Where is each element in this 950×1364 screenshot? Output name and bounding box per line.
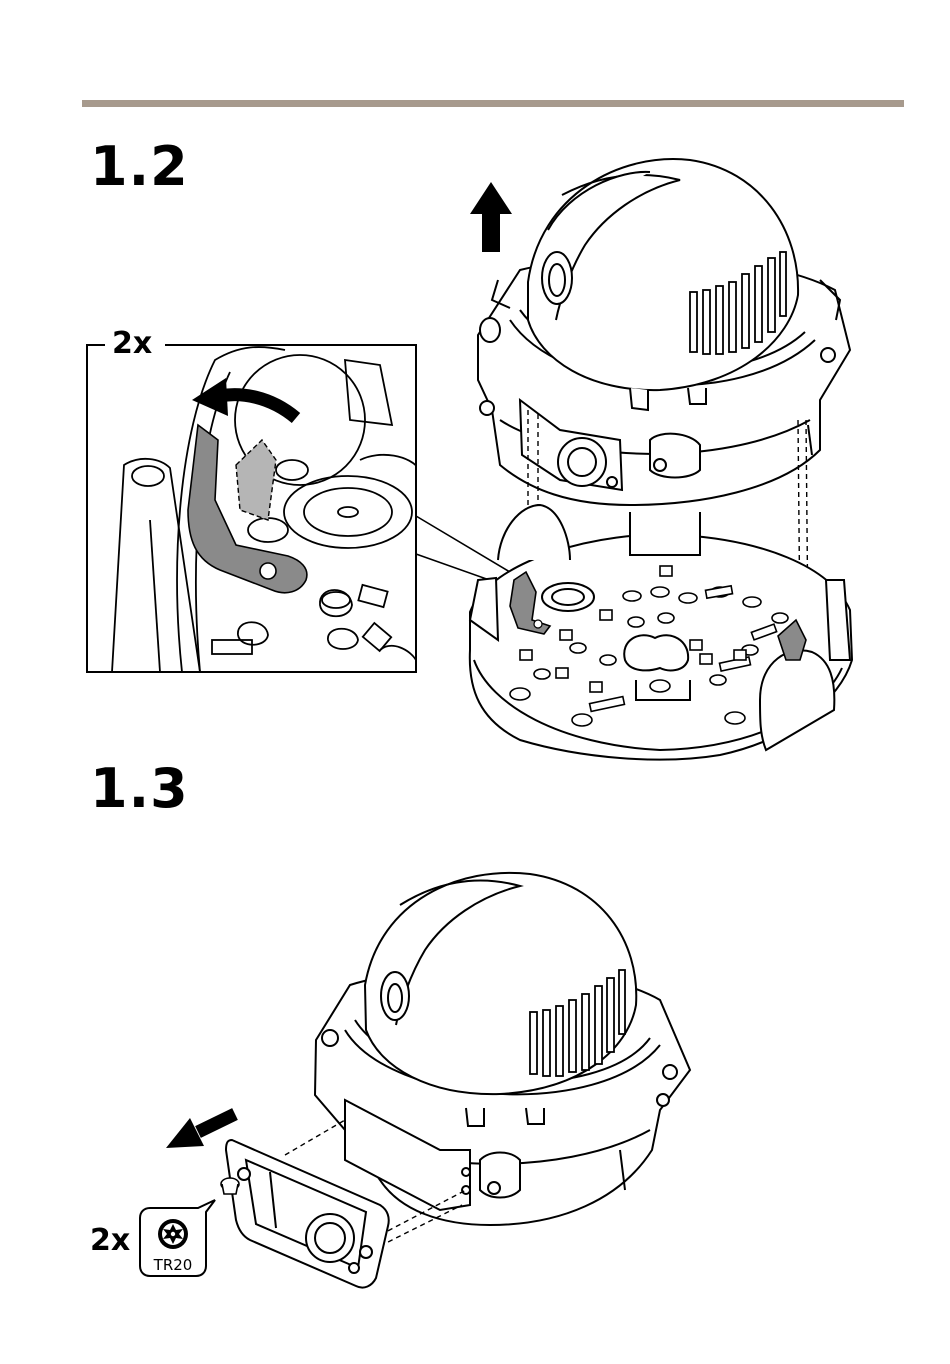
step-1-2-quantity: 2x bbox=[112, 329, 152, 359]
torx-tool-callout: TR20 bbox=[140, 1200, 215, 1276]
lift-up-arrow-icon bbox=[470, 182, 512, 252]
torx-screwdriver-icon bbox=[158, 1219, 188, 1249]
remove-arrow-icon bbox=[166, 1114, 235, 1148]
detail-callout bbox=[87, 345, 520, 672]
tool-label: TR20 bbox=[153, 1256, 193, 1274]
screw-icon bbox=[221, 1178, 239, 1194]
dome-camera-assembled bbox=[315, 873, 690, 1225]
step-1-3-quantity: 2x bbox=[90, 1226, 130, 1256]
dome-camera-lifted bbox=[478, 159, 850, 505]
